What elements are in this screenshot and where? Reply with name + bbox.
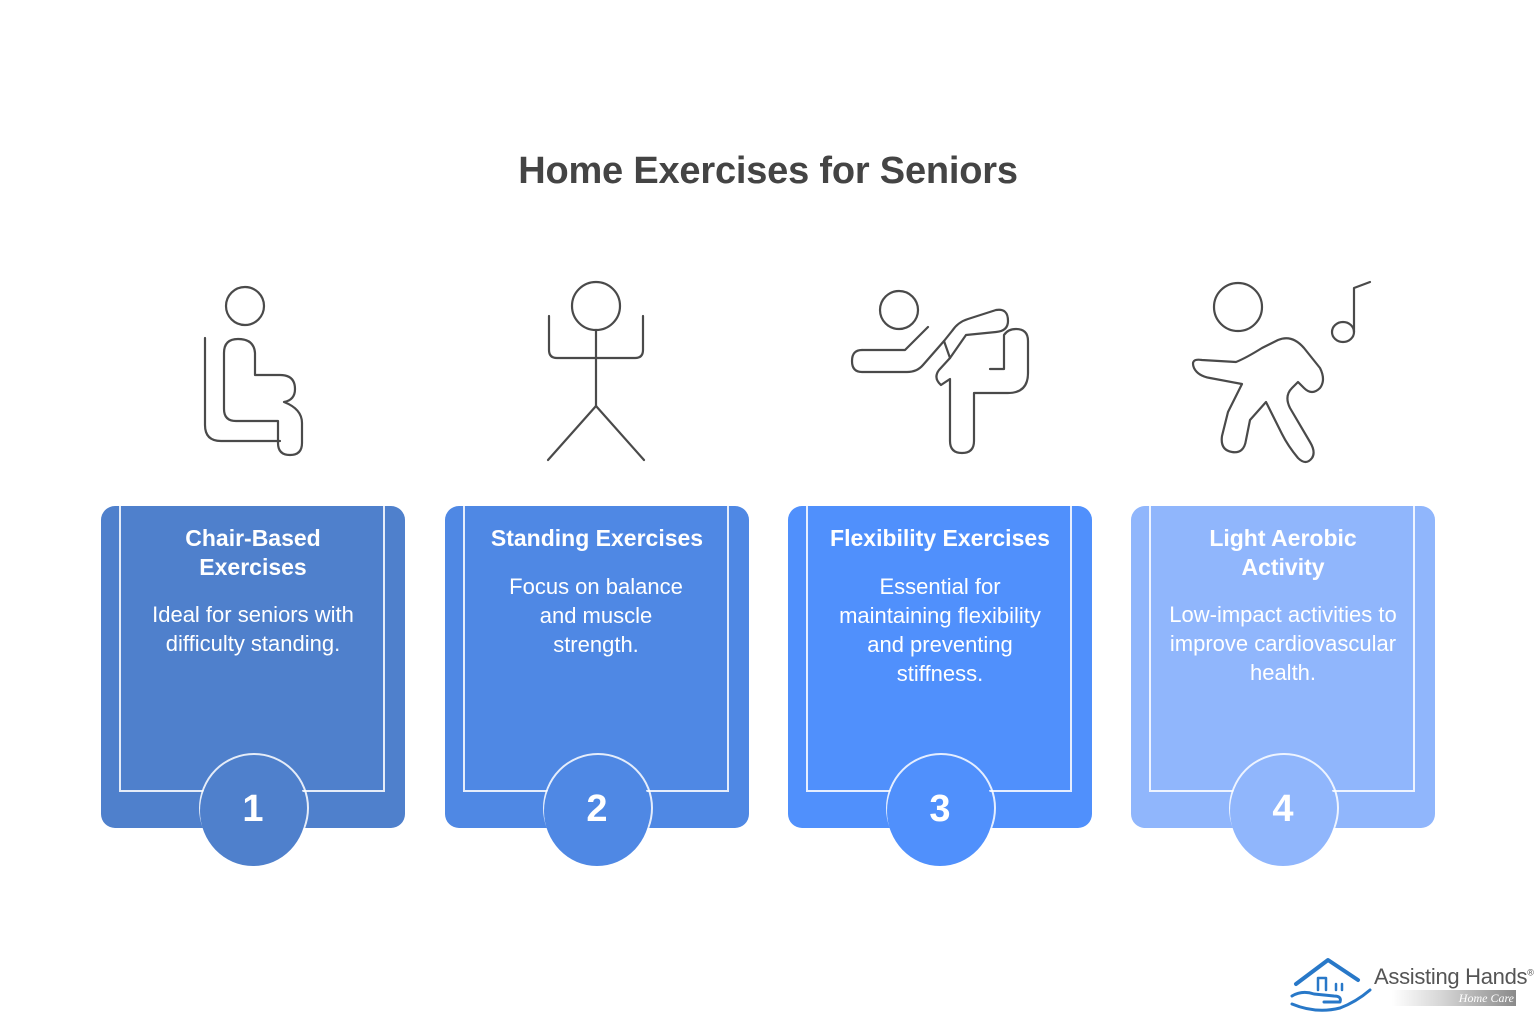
step-number-badge: 2: [544, 756, 650, 866]
step-number: 4: [1272, 787, 1294, 830]
brand-logo: Assisting Hands® Home Care: [1288, 950, 1534, 1014]
card-description: Low-impact activities to improve cardiov…: [1169, 602, 1397, 685]
step-number-badge: 1: [200, 756, 306, 866]
stretching-person-icon: [840, 275, 1040, 475]
card-title: Chair-Based Exercises: [185, 525, 321, 580]
page-title: Home Exercises for Seniors: [518, 150, 1018, 192]
card-description: Focus on balance and muscle strength.: [509, 574, 683, 657]
step-number: 2: [586, 787, 608, 830]
logo-name-text: Assisting Hands: [1374, 964, 1528, 989]
sitting-person-icon: [150, 275, 350, 475]
step-card-1: 1 Chair-Based Exercises Ideal for senior…: [101, 506, 405, 866]
standing-person-icon: [496, 270, 696, 470]
step-number: 1: [242, 787, 264, 830]
card-title: Standing Exercises: [490, 525, 704, 551]
step-card-2: 2 Standing Exercises Focus on balance an…: [445, 506, 749, 866]
step-number-badge: 3: [887, 756, 993, 866]
step-card-4: 4 Light Aerobic Activity Low-impact acti…: [1131, 506, 1435, 866]
step-number-badge: 4: [1230, 756, 1336, 866]
logo-name: Assisting Hands®: [1374, 964, 1534, 990]
dancing-person-icon: [1180, 270, 1380, 470]
card-description: Ideal for seniors with difficulty standi…: [152, 602, 354, 656]
logo-subtitle: Home Care: [1458, 991, 1514, 1005]
logo-subtitle-bar: [1392, 990, 1516, 1006]
house-hand-icon: [1290, 958, 1372, 1012]
registered-mark: ®: [1527, 967, 1534, 978]
card-title: Flexibility Exercises: [830, 525, 1050, 551]
card-description: Essential for maintaining flexibility an…: [839, 574, 1041, 686]
step-number: 3: [929, 787, 951, 830]
step-card-3: 3 Flexibility Exercises Essential for ma…: [788, 506, 1092, 866]
card-title: Light Aerobic Activity: [1209, 525, 1357, 580]
